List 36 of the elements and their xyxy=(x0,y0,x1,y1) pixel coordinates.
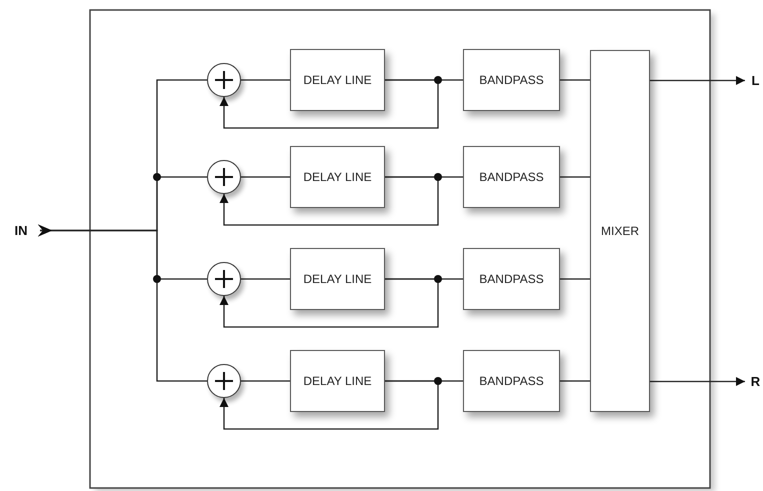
block-label: DELAY LINE xyxy=(303,374,372,388)
connector xyxy=(560,278,590,280)
block-label: BANDPASS xyxy=(479,374,544,388)
signal-label: IN xyxy=(14,223,28,238)
connector xyxy=(650,377,745,386)
process-block xyxy=(290,248,385,310)
connector xyxy=(241,278,290,280)
process-block xyxy=(290,49,385,111)
process-block xyxy=(463,248,560,310)
process-block xyxy=(290,146,385,208)
connector xyxy=(241,380,290,382)
process-block xyxy=(290,350,385,412)
connector xyxy=(220,79,439,129)
mixer-block xyxy=(590,50,650,412)
connector xyxy=(241,79,290,81)
signal-label: R xyxy=(750,374,760,389)
block-label: DELAY LINE xyxy=(303,272,372,286)
block-label: BANDPASS xyxy=(479,73,544,87)
process-block xyxy=(463,49,560,111)
connector xyxy=(220,380,439,430)
process-block xyxy=(463,146,560,208)
connector xyxy=(220,176,439,226)
connector xyxy=(560,79,590,81)
connector xyxy=(38,224,207,382)
block-label: BANDPASS xyxy=(479,272,544,286)
block-label: DELAY LINE xyxy=(303,73,372,87)
connector xyxy=(241,176,290,178)
connector xyxy=(650,76,745,85)
connector xyxy=(560,176,590,178)
signal-label: L xyxy=(752,73,760,88)
process-block xyxy=(463,350,560,412)
block-label: MIXER xyxy=(600,224,639,238)
block-label: BANDPASS xyxy=(479,170,544,184)
connector xyxy=(560,380,590,382)
connector xyxy=(220,278,439,328)
block-label: DELAY LINE xyxy=(303,170,372,184)
